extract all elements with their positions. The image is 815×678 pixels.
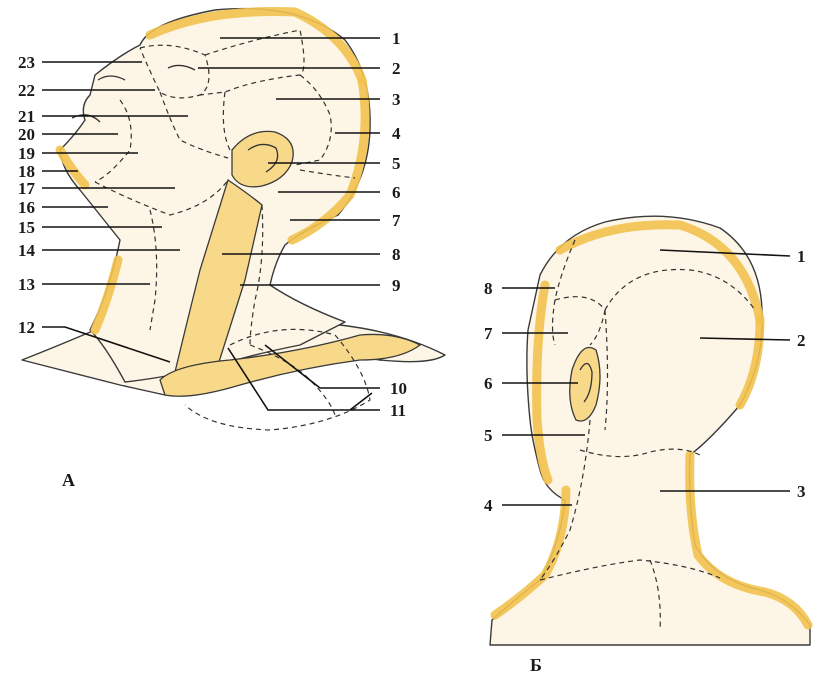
label-a-5: 5 bbox=[392, 154, 401, 173]
caption-a: А bbox=[62, 470, 75, 490]
caption-b: Б bbox=[530, 655, 542, 675]
label-b-8: 8 bbox=[484, 279, 493, 298]
label-b-3: 3 bbox=[797, 482, 806, 501]
label-a-16: 16 bbox=[18, 198, 35, 217]
figure-a-drawing bbox=[22, 9, 445, 430]
label-a-2: 2 bbox=[392, 59, 401, 78]
label-a-10: 10 bbox=[390, 379, 407, 398]
label-a-11: 11 bbox=[390, 401, 406, 420]
label-a-8: 8 bbox=[392, 245, 401, 264]
label-a-3: 3 bbox=[392, 90, 401, 109]
label-b-7: 7 bbox=[484, 324, 493, 343]
label-a-19: 19 bbox=[18, 144, 35, 163]
label-a-22: 22 bbox=[18, 81, 35, 100]
label-a-14: 14 bbox=[18, 241, 36, 260]
label-a-7: 7 bbox=[392, 211, 401, 230]
label-a-6: 6 bbox=[392, 183, 401, 202]
label-a-23: 23 bbox=[18, 53, 35, 72]
label-a-15: 15 bbox=[18, 218, 35, 237]
label-b-5: 5 bbox=[484, 426, 493, 445]
label-a-17: 17 bbox=[18, 179, 36, 198]
label-a-12: 12 bbox=[18, 318, 35, 337]
label-a-21: 21 bbox=[18, 107, 35, 126]
label-b-2: 2 bbox=[797, 331, 806, 350]
label-b-6: 6 bbox=[484, 374, 493, 393]
label-b-1: 1 bbox=[797, 247, 806, 266]
label-a-4: 4 bbox=[392, 124, 401, 143]
label-b-4: 4 bbox=[484, 496, 493, 515]
figure-b-drawing bbox=[490, 216, 810, 645]
label-a-13: 13 bbox=[18, 275, 35, 294]
label-a-20: 20 bbox=[18, 125, 35, 144]
label-a-1: 1 bbox=[392, 29, 401, 48]
label-a-9: 9 bbox=[392, 276, 401, 295]
